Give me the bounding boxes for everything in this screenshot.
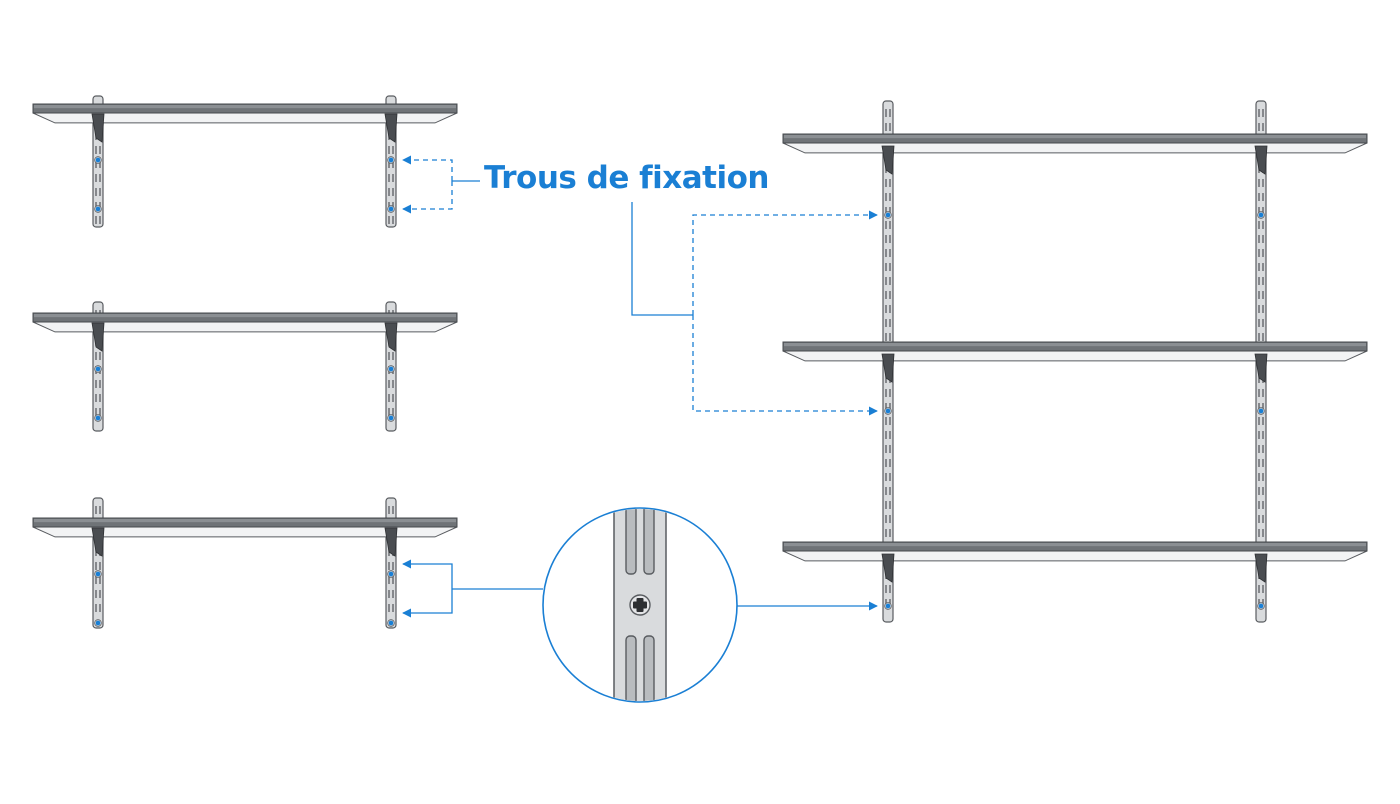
shelf-board [782, 341, 1368, 362]
shelf-top [782, 541, 1368, 552]
slot-closeup [625, 635, 637, 701]
slot-closeup [643, 509, 655, 575]
shelf-bracket [881, 353, 895, 383]
shelf-bracket [1254, 145, 1268, 175]
fixing-hole-dot [95, 620, 101, 626]
fixing-hole-dot [885, 212, 891, 218]
shelf-board [32, 103, 458, 124]
callout-leader-right [631, 202, 693, 316]
callout-arrow-upper [692, 210, 878, 315]
shelf-bracket [384, 527, 398, 557]
detail-arrow-bottom [402, 589, 453, 618]
shelf-bracket [91, 322, 105, 352]
fixing-hole-dot [95, 366, 101, 372]
callout-arrow-bottom [402, 181, 453, 214]
shelf-highlight [34, 105, 456, 109]
fixing-hole-dot [885, 408, 891, 414]
shelf-board [32, 517, 458, 538]
fixing-hole-dot [388, 157, 394, 163]
small-shelf-unit-1 [32, 95, 458, 228]
shelf-underside [782, 142, 1368, 154]
fixing-hole-dot [1258, 408, 1264, 414]
shelf-board [782, 133, 1368, 154]
shelf-highlight [34, 314, 456, 318]
shelf-bracket [91, 113, 105, 143]
shelf-bracket [91, 527, 105, 557]
shelf-top [32, 103, 458, 114]
shelf-top [32, 517, 458, 528]
shelf-top [782, 341, 1368, 352]
slot-closeup [625, 509, 637, 575]
callout-arrow-middle [692, 315, 878, 416]
fixing-hole-dot [388, 415, 394, 421]
slot-closeup [643, 635, 655, 701]
detail-arrow-top [402, 559, 453, 589]
shelf-bracket [881, 553, 895, 583]
large-shelf-unit [782, 100, 1368, 623]
shelf-bracket [1254, 553, 1268, 583]
shelf-highlight [34, 519, 456, 523]
fixing-hole-dot [388, 206, 394, 212]
shelf-bracket [384, 113, 398, 143]
small-shelf-unit-3 [32, 497, 458, 629]
shelf-underside [782, 350, 1368, 362]
shelf-highlight [784, 543, 1366, 547]
fixing-hole-dot [95, 415, 101, 421]
rail-detail-magnifier [542, 507, 738, 703]
screw-icon [629, 594, 651, 616]
magnifier-content [613, 509, 667, 701]
shelf-bracket [1254, 353, 1268, 383]
shelf-board [782, 541, 1368, 562]
shelf-highlight [784, 343, 1366, 347]
fixing-hole-dot [95, 157, 101, 163]
shelf-top [782, 133, 1368, 144]
fixing-hole-dot [1258, 212, 1264, 218]
shelf-board [32, 312, 458, 333]
fixing-hole-dot [95, 571, 101, 577]
fixing-hole-dot [95, 206, 101, 212]
shelf-bracket [881, 145, 895, 175]
callout-arrow-top [402, 155, 453, 181]
fixing-hole-dot [388, 571, 394, 577]
screw-slot [633, 601, 647, 609]
small-shelf-unit-2 [32, 301, 458, 432]
fixing-hole-dot [388, 366, 394, 372]
fixing-hole-dot [1258, 603, 1264, 609]
shelf-top [32, 312, 458, 323]
fixing-holes-label: Trous de fixation [484, 160, 770, 196]
fixing-hole-dot [885, 603, 891, 609]
shelf-underside [782, 550, 1368, 562]
shelf-highlight [784, 135, 1366, 139]
fixing-hole-dot [388, 620, 394, 626]
shelf-bracket [384, 322, 398, 352]
